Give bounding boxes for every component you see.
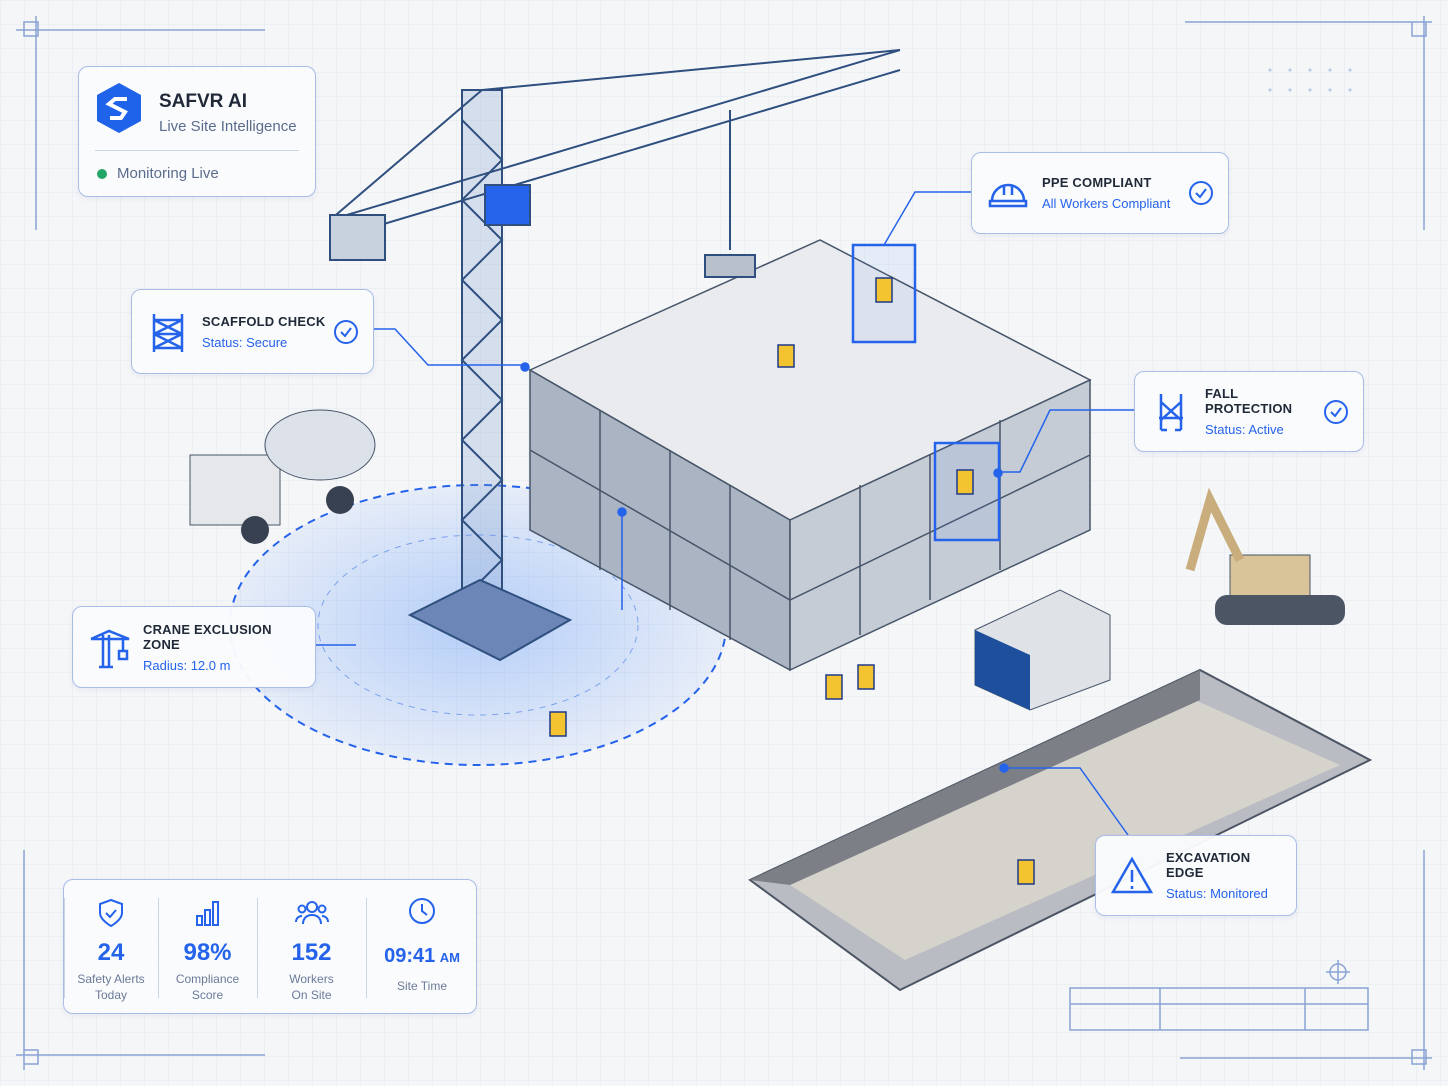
brand-name: SAFVR AI (159, 91, 247, 112)
monitoring-status: Monitoring Live (97, 165, 219, 182)
crane-icon (90, 629, 130, 669)
harness-icon (1159, 393, 1183, 431)
bar-chart-icon (195, 901, 219, 926)
concrete-mixer-truck (189, 409, 376, 544)
shield-check-icon (99, 898, 123, 928)
check-circle-icon (1189, 181, 1213, 205)
safvr-logo-icon (97, 83, 141, 133)
scaffold-icon (152, 313, 184, 352)
building-under-construction (528, 239, 1092, 672)
blueprint-frame (16, 16, 1432, 1070)
users-icon (294, 901, 329, 925)
live-status-dot (97, 168, 107, 179)
stat-compliance-score[interactable]: 98% Compliance Score (158, 880, 257, 1013)
stat-site-time[interactable]: 09:41 AM Site Time (366, 880, 478, 1013)
hard-hat-icon (988, 183, 1028, 208)
excavation-pit (748, 668, 1373, 992)
check-circle-icon (1324, 399, 1348, 424)
workers (549, 277, 1035, 885)
tower-crane (329, 49, 901, 662)
check-circle-icon (334, 319, 358, 344)
site-stats-panel: 24 Safety Alerts Today 98% Compliance Sc… (63, 879, 477, 1014)
brand-card: SAFVR AI Live Site Intelligence Monitori… (78, 66, 316, 197)
excavator (1185, 487, 1345, 625)
brand-tagline: Live Site Intelligence (159, 118, 297, 135)
stat-safety-alerts[interactable]: 24 Safety Alerts Today (64, 880, 158, 1013)
clock-icon (409, 898, 435, 924)
warning-icon (1110, 855, 1154, 893)
stat-workers-on-site[interactable]: 152 Workers On Site (257, 880, 366, 1013)
